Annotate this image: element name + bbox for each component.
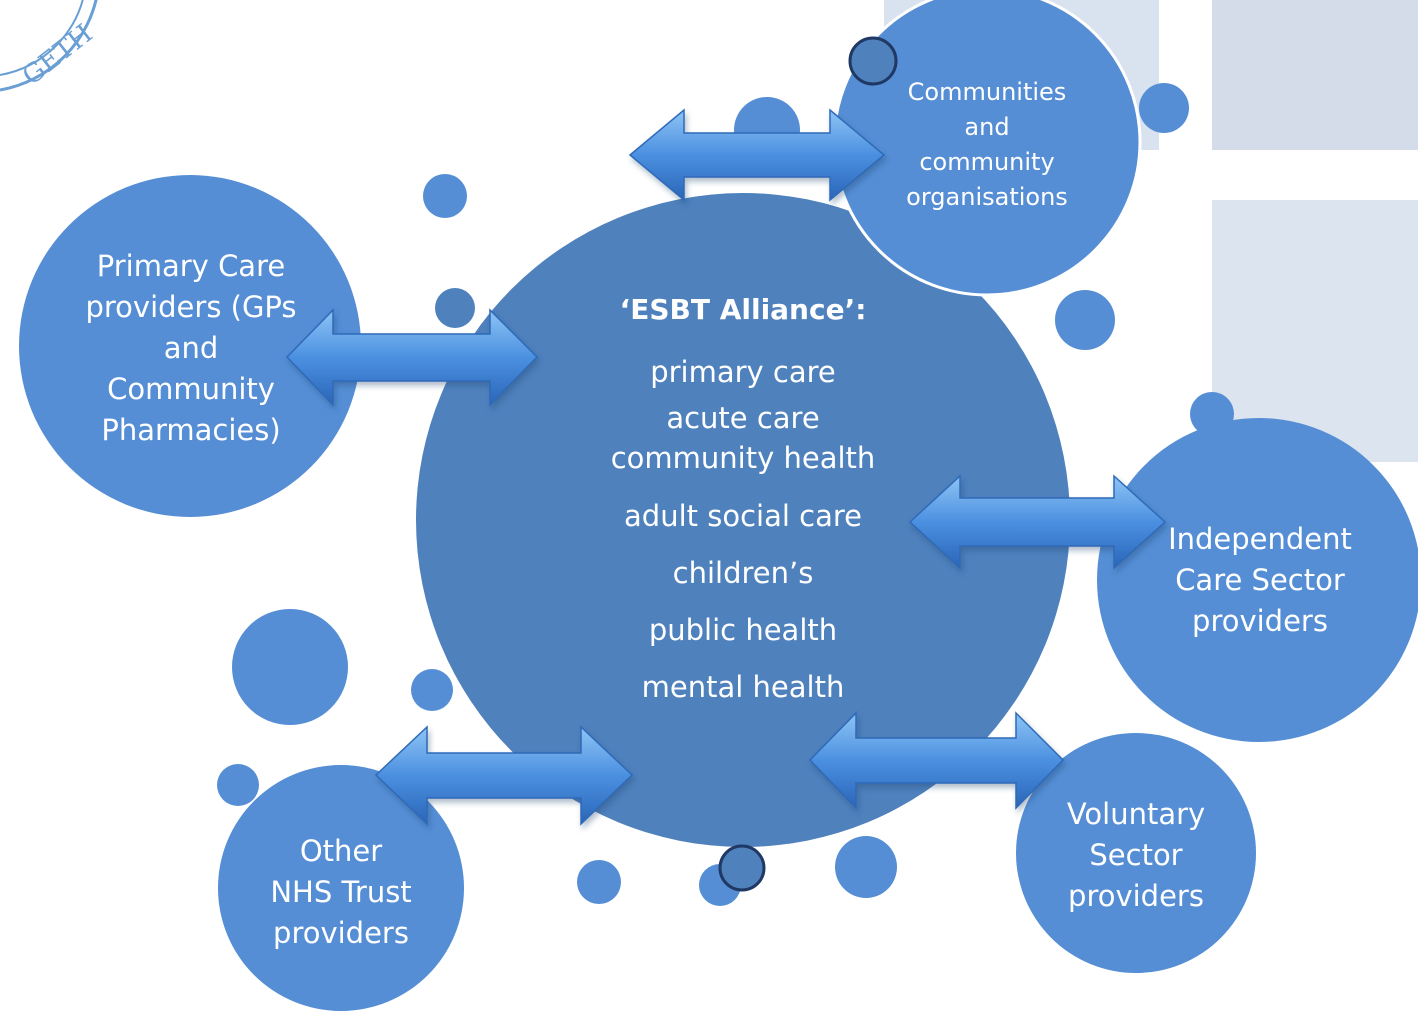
arrow-primary-care xyxy=(285,308,539,407)
arrow-communities xyxy=(628,108,886,202)
arrow-voluntary xyxy=(808,711,1065,810)
primary-care-line: and xyxy=(163,331,219,365)
bubble xyxy=(835,836,897,898)
center-item: acute care xyxy=(666,401,820,435)
bubble xyxy=(718,844,766,892)
other-nhs-line: providers xyxy=(273,916,409,950)
bubble xyxy=(435,288,475,328)
center-item: children’s xyxy=(672,556,814,590)
primary-care-line: Pharmacies) xyxy=(101,413,281,447)
arrow-other-nhs xyxy=(374,725,634,826)
bubble xyxy=(232,609,348,725)
background-panel-top-right xyxy=(1212,0,1418,150)
voluntary-label: Voluntary Sector providers xyxy=(1036,794,1236,917)
other-nhs-line: Other xyxy=(299,834,383,868)
bubble xyxy=(411,669,453,711)
independent-line: Care Sector xyxy=(1175,563,1345,597)
center-circle xyxy=(416,193,1070,847)
independent-label: Independent Care Sector providers xyxy=(1140,519,1380,642)
seal-logo: GETH xyxy=(0,0,98,91)
bubble xyxy=(217,764,259,806)
bubble xyxy=(1139,83,1189,133)
voluntary-line: Voluntary xyxy=(1066,797,1206,831)
other-nhs-circle xyxy=(218,765,464,1011)
primary-care-line: Community xyxy=(107,372,275,406)
voluntary-circle xyxy=(1016,733,1256,973)
communities-label: Communities and community organisations xyxy=(877,75,1097,215)
center-item: public health xyxy=(648,613,838,647)
bubble xyxy=(577,860,621,904)
primary-care-line: Primary Care xyxy=(96,249,286,283)
center-item: mental health xyxy=(641,670,845,704)
background-panel-right xyxy=(1212,200,1418,462)
communities-line: and xyxy=(964,113,1010,141)
seal-text: GETH xyxy=(17,19,98,92)
communities-line: Communities xyxy=(907,78,1067,106)
bubble xyxy=(423,174,467,218)
other-nhs-line: NHS Trust xyxy=(270,875,412,909)
center-item: primary care xyxy=(650,355,836,389)
primary-care-line: providers (GPs xyxy=(85,290,297,324)
center-title: ‘ESBT Alliance’: xyxy=(619,293,867,326)
primary-care-label: Primary Care providers (GPs and Communit… xyxy=(60,246,322,451)
independent-circle xyxy=(1097,418,1418,742)
communities-line: community xyxy=(919,148,1055,176)
voluntary-line: Sector xyxy=(1089,838,1183,872)
bubble xyxy=(848,36,898,86)
primary-care-circle xyxy=(19,175,361,517)
bubble xyxy=(1055,290,1115,350)
bubble xyxy=(1190,392,1234,436)
voluntary-line: providers xyxy=(1068,879,1204,913)
other-nhs-label: Other NHS Trust providers xyxy=(230,831,452,954)
arrow-independent xyxy=(908,474,1167,570)
center-item: community health xyxy=(610,441,876,475)
center-item: adult social care xyxy=(624,499,862,533)
communities-line: organisations xyxy=(906,183,1068,211)
independent-line: providers xyxy=(1192,604,1328,638)
independent-line: Independent xyxy=(1168,522,1352,556)
decorative-bubbles xyxy=(217,36,1234,906)
